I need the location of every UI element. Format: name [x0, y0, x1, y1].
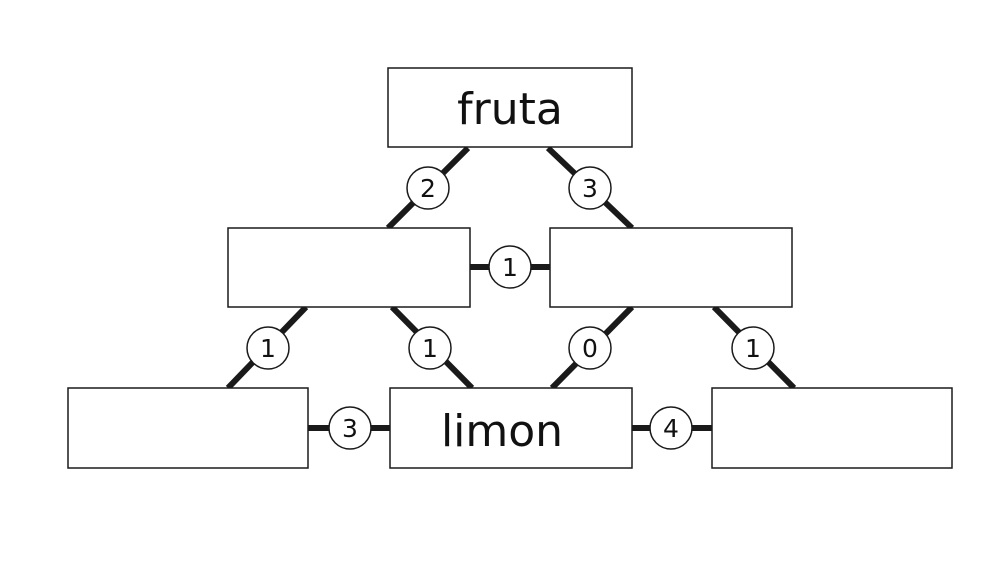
box-top: fruta: [387, 67, 633, 148]
badge-top-right: 3: [568, 166, 612, 210]
badge-bottom-right-link: 4: [649, 406, 693, 450]
box-mid-right: [549, 227, 793, 308]
box-bottom-center: limon: [389, 387, 633, 469]
box-mid-left: [227, 227, 471, 308]
badge-top-right-label: 3: [582, 174, 598, 203]
badge-mid-right-left: 0: [568, 326, 612, 370]
badge-mid-link-label: 1: [502, 253, 518, 282]
badge-mid-right-right-label: 1: [745, 334, 761, 363]
badge-mid-right-right: 1: [731, 326, 775, 370]
box-bottom-center-label: limon: [441, 406, 563, 457]
badge-bottom-left-link: 3: [328, 406, 372, 450]
badge-mid-left-right: 1: [408, 326, 452, 370]
badge-mid-left-left: 1: [246, 326, 290, 370]
badge-mid-link: 1: [488, 245, 532, 289]
box-bottom-left: [67, 387, 309, 469]
badge-mid-left-right-label: 1: [422, 334, 438, 363]
box-top-label: fruta: [457, 84, 563, 135]
badge-bottom-left-link-label: 3: [342, 414, 358, 443]
badge-top-left-label: 2: [420, 174, 436, 203]
badge-top-left: 2: [406, 166, 450, 210]
badge-mid-right-left-label: 0: [582, 334, 598, 363]
badge-bottom-right-link-label: 4: [663, 414, 679, 443]
badge-mid-left-left-label: 1: [260, 334, 276, 363]
box-bottom-right: [711, 387, 953, 469]
